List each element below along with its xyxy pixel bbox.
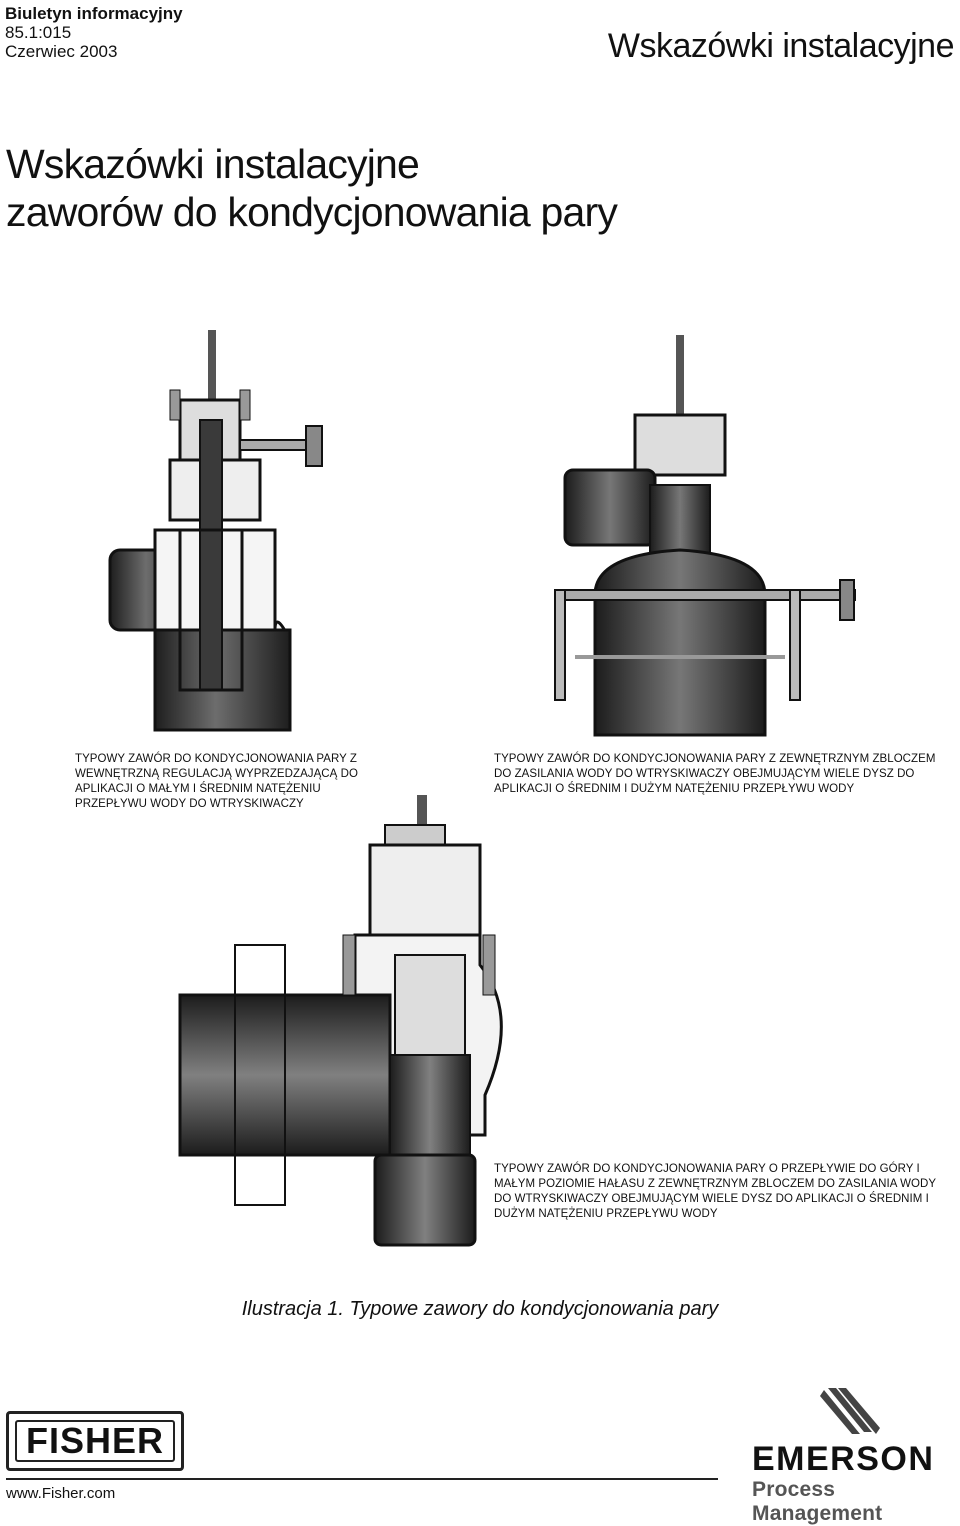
- bulletin-number: 85.1:015: [5, 23, 72, 42]
- bulletin-header: Biuletyn informacyjny 85.1:015 Czerwiec …: [5, 4, 183, 61]
- fisher-logo: FISHER: [6, 1411, 184, 1471]
- valve-illustration-3: [178, 795, 503, 1247]
- title-line-1: Wskazówki instalacyjne: [6, 141, 420, 187]
- emerson-logo: EMERSON: [752, 1440, 935, 1478]
- bulletin-label: Biuletyn informacyjny: [5, 4, 183, 23]
- valve-illustration-1: [108, 330, 323, 732]
- footer-url[interactable]: www.Fisher.com: [6, 1485, 116, 1502]
- caption-valve-2: TYPOWY ZAWÓR DO KONDYCJONOWANIA PARY Z Z…: [494, 753, 936, 795]
- caption-valve-1: TYPOWY ZAWÓR DO KONDYCJONOWANIA PARY Z W…: [75, 753, 358, 810]
- document-title: Wskazówki instalacyjne zaworów do kondyc…: [6, 140, 618, 236]
- section-title: Wskazówki instalacyjne: [607, 27, 955, 65]
- caption-valve-3: TYPOWY ZAWÓR DO KONDYCJONOWANIA PARY O P…: [494, 1163, 936, 1220]
- title-line-2: zaworów do kondycjonowania pary: [6, 189, 618, 235]
- bulletin-date: Czerwiec 2003: [5, 42, 118, 61]
- emerson-mark-icon: [820, 1388, 880, 1434]
- footer-rule: [6, 1478, 718, 1480]
- figure-caption: Ilustracja 1. Typowe zawory do kondycjon…: [241, 1298, 719, 1320]
- emerson-tagline: Process Management: [752, 1478, 883, 1525]
- valve-illustration-2: [554, 335, 856, 737]
- fisher-logo-text: FISHER: [15, 1420, 175, 1462]
